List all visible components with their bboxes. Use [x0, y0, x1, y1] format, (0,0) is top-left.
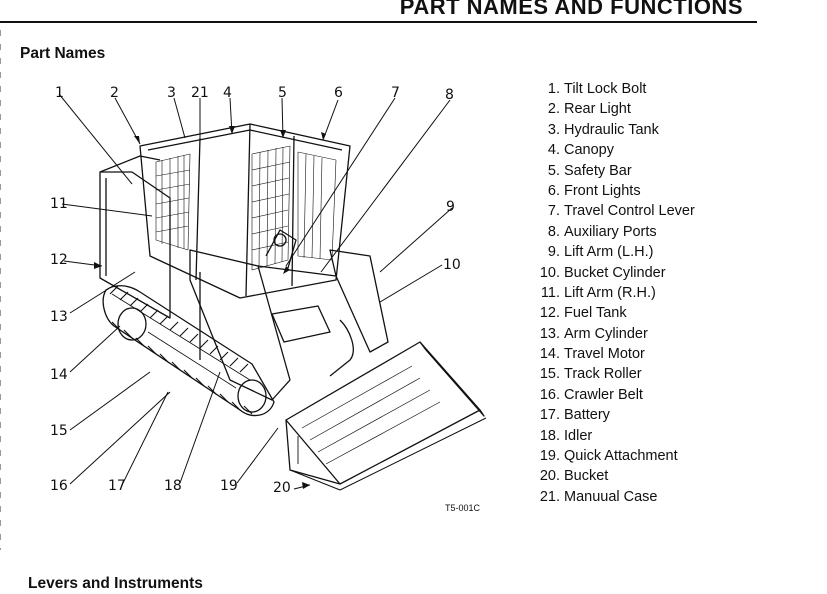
section-title-part-names: Part Names	[20, 45, 106, 62]
part-number: 7.	[547, 203, 560, 220]
part-name: Quick Attachment	[564, 448, 678, 465]
part-name: Idler	[564, 427, 593, 444]
callout-number: 20	[273, 480, 291, 496]
part-name: Hydraulic Tank	[564, 121, 659, 138]
skid-steer-drawing	[58, 93, 487, 491]
callout-number: 6	[334, 85, 343, 101]
callout-number: 12	[50, 252, 68, 268]
list-item: 15.Track Roller	[532, 364, 695, 384]
callout-number: 21	[191, 85, 209, 101]
callout-number: 18	[164, 478, 182, 494]
part-number: 9.	[547, 244, 560, 261]
part-number: 2.	[547, 101, 560, 118]
part-name: Travel Motor	[564, 346, 645, 363]
list-item: 12.Fuel Tank	[532, 303, 695, 323]
part-name: Travel Control Lever	[564, 203, 695, 220]
part-number: 11.	[540, 284, 560, 301]
part-number: 3.	[547, 121, 560, 138]
callout-number: 15	[50, 423, 68, 439]
list-item: 21.Manuual Case	[532, 487, 695, 507]
callout-number: 4	[223, 85, 232, 101]
callout-number: 19	[220, 478, 238, 494]
callout-number: 10	[443, 257, 461, 273]
part-name: Safety Bar	[564, 162, 632, 179]
callout-number: 2	[110, 85, 119, 101]
list-item: 11.Lift Arm (R.H.)	[532, 283, 695, 303]
callout-number: 5	[278, 85, 287, 101]
part-number: 15.	[539, 366, 560, 383]
part-number: 5.	[547, 162, 560, 179]
list-item: 9.Lift Arm (L.H.)	[532, 242, 695, 262]
callout-number: 9	[446, 199, 455, 215]
part-name: Manuual Case	[564, 488, 658, 505]
callout-number: 14	[50, 367, 68, 383]
part-name: Tilt Lock Bolt	[564, 81, 647, 97]
part-name: Lift Arm (R.H.)	[564, 284, 656, 301]
figure-code: T5-001C	[445, 503, 481, 513]
page-edge-marks	[0, 30, 1, 550]
part-name: Rear Light	[564, 101, 631, 118]
part-number: 20.	[539, 468, 560, 485]
callout-number: 8	[445, 87, 454, 103]
part-name: Track Roller	[564, 366, 642, 383]
list-item: 4.Canopy	[532, 140, 695, 160]
list-item: 6.Front Lights	[532, 181, 695, 201]
part-number: 8.	[547, 223, 560, 240]
list-item: 8.Auxiliary Ports	[532, 222, 695, 242]
callout-number: 1	[55, 85, 64, 101]
list-item: 19.Quick Attachment	[532, 446, 695, 466]
part-number: 10.	[539, 264, 560, 281]
list-item: 1.Tilt Lock Bolt	[532, 79, 695, 99]
list-item: 3.Hydraulic Tank	[532, 120, 695, 140]
part-number: 14.	[539, 346, 560, 363]
list-item: 13.Arm Cylinder	[532, 324, 695, 344]
list-item: 2.Rear Light	[532, 99, 695, 119]
section-title-levers: Levers and Instruments	[28, 575, 203, 592]
part-number: 4.	[547, 142, 560, 159]
part-name: Battery	[564, 407, 610, 424]
callout-number: 7	[391, 85, 400, 101]
list-item: 16.Crawler Belt	[532, 385, 695, 405]
list-item: 17.Battery	[532, 405, 695, 425]
list-item: 18.Idler	[532, 426, 695, 446]
part-name: Bucket Cylinder	[564, 264, 666, 281]
list-item: 7.Travel Control Lever	[532, 201, 695, 221]
list-item: 14.Travel Motor	[532, 344, 695, 364]
machine-illustration: 1 2 3 21 4 5 6 7 8 11 9 12 10 13 14 15 1…	[40, 80, 500, 520]
part-number: 1.	[547, 81, 560, 97]
part-name: Auxiliary Ports	[564, 223, 657, 240]
page-title: PART NAMES AND FUNCTIONS	[399, 0, 743, 19]
list-item: 20.Bucket	[532, 466, 695, 486]
callout-number: 16	[50, 478, 68, 494]
part-number: 18.	[539, 427, 560, 444]
part-name: Arm Cylinder	[564, 325, 648, 342]
callout-number: 3	[167, 85, 176, 101]
part-number: 13.	[539, 325, 560, 342]
part-number: 16.	[539, 386, 560, 403]
list-item: 10.Bucket Cylinder	[532, 263, 695, 283]
part-name: Bucket	[564, 468, 609, 485]
part-name: Lift Arm (L.H.)	[564, 244, 654, 261]
part-number: 21.	[539, 488, 560, 505]
part-name: Front Lights	[564, 182, 641, 199]
header-rule	[0, 21, 757, 23]
part-name: Fuel Tank	[564, 305, 627, 322]
callout-number: 11	[50, 196, 68, 212]
part-name: Canopy	[564, 142, 614, 159]
part-number: 12.	[539, 305, 560, 322]
list-item: 5.Safety Bar	[532, 161, 695, 181]
part-number: 6.	[547, 182, 560, 199]
part-number: 19.	[539, 448, 560, 465]
callout-number: 17	[108, 478, 126, 494]
part-number: 17.	[539, 407, 560, 424]
part-name: Crawler Belt	[564, 386, 643, 403]
callout-number: 13	[50, 309, 68, 325]
